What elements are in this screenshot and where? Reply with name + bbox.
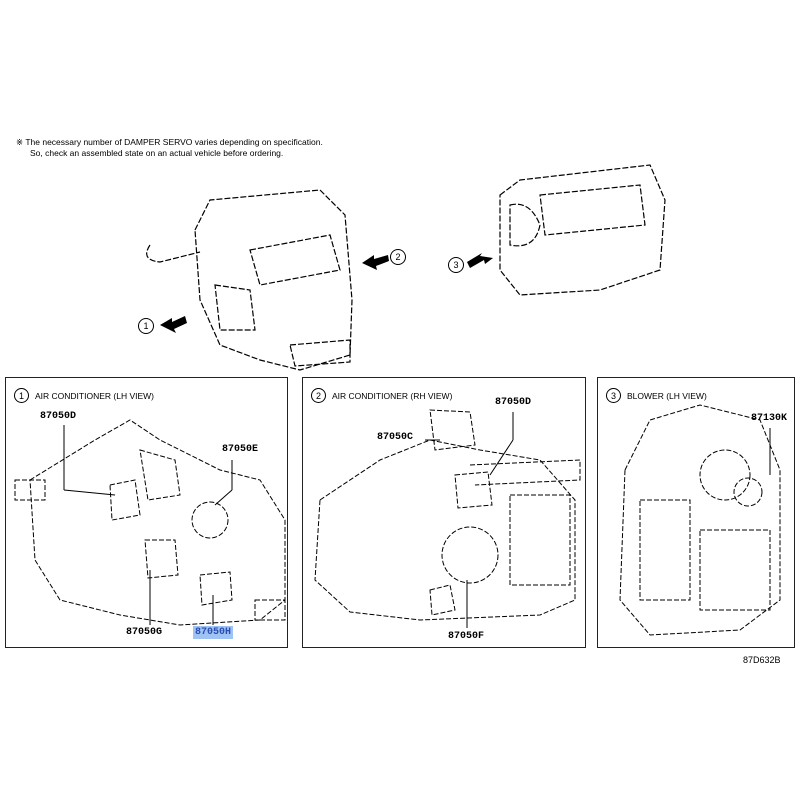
part-link-87050C[interactable]: 87050C <box>377 432 414 443</box>
part-link-87050F[interactable]: 87050F <box>448 631 485 642</box>
part-link-87050G[interactable]: 87050G <box>126 627 163 638</box>
part-link-87050E[interactable]: 87050E <box>222 444 259 455</box>
arrow-2 <box>362 255 389 270</box>
panel-number: 3 <box>606 388 621 403</box>
panel-ac-lh-view: 1 AIR CONDITIONER (LH VIEW) <box>5 377 288 648</box>
panel-number: 1 <box>14 388 29 403</box>
part-link-87130K[interactable]: 87130K <box>751 413 788 424</box>
note-line-2: So, check an assembled state on an actua… <box>30 148 284 158</box>
part-link-87050H[interactable]: 87050H <box>193 626 234 639</box>
panel-number: 2 <box>311 388 326 403</box>
part-link-87050D[interactable]: 87050D <box>40 411 77 422</box>
panel-blower-lh-view: 3 BLOWER (LH VIEW) <box>597 377 795 648</box>
note-line-1: ※ The necessary number of DAMPER SERVO v… <box>16 137 323 147</box>
figure-code: 87D632B <box>743 655 781 665</box>
panel-title: BLOWER (LH VIEW) <box>627 390 707 401</box>
arrow-3 <box>467 253 493 268</box>
callout-2: 2 <box>390 249 406 265</box>
part-link-87050D-rh[interactable]: 87050D <box>495 397 532 408</box>
panel-ac-rh-view: 2 AIR CONDITIONER (RH VIEW) <box>302 377 586 648</box>
panel-title: AIR CONDITIONER (LH VIEW) <box>35 390 155 401</box>
arrow-1 <box>160 316 187 333</box>
callout-3: 3 <box>448 257 464 273</box>
callout-1: 1 <box>138 318 154 334</box>
panel-title: AIR CONDITIONER (RH VIEW) <box>332 390 453 401</box>
